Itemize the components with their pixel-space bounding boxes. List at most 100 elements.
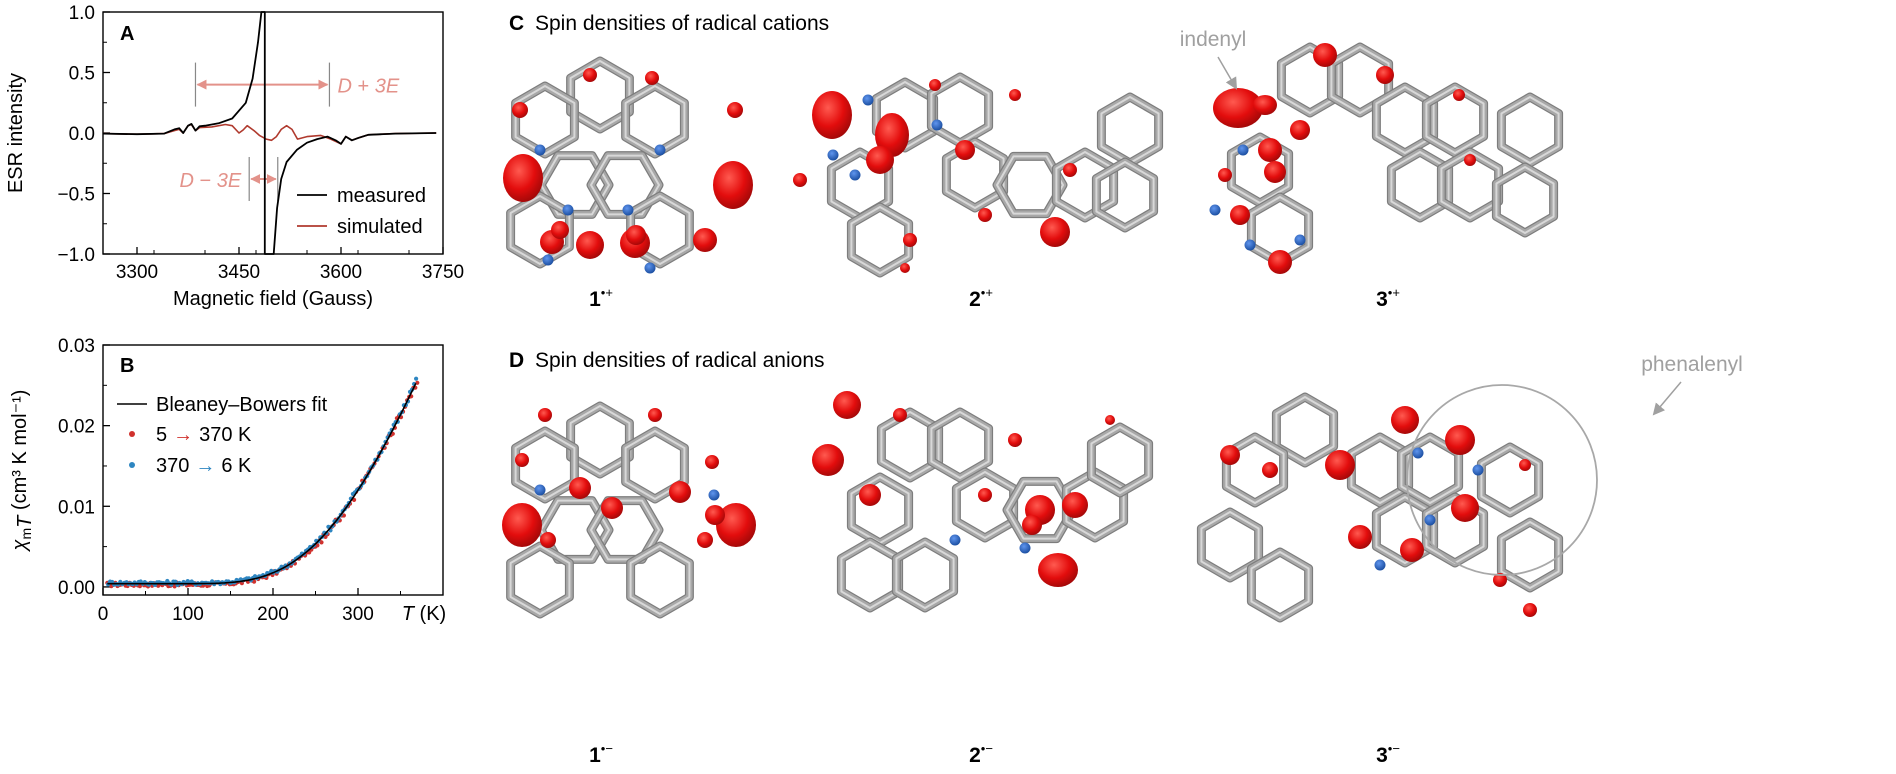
spin-density-lobe	[512, 102, 528, 118]
molecule-d1	[502, 401, 756, 619]
nitrogen-atom	[1019, 542, 1031, 554]
bond-highlight	[514, 430, 576, 500]
panel-a-xtick-label: 3300	[116, 262, 158, 283]
bleaney-bowers-fit-line	[107, 382, 417, 585]
spin-density-lobe	[705, 505, 725, 525]
spin-density-lobe	[893, 408, 907, 422]
panel-a-xtick-label: 3450	[218, 262, 260, 283]
nitrogen-atom	[622, 204, 634, 216]
spin-density-lobe	[1445, 425, 1475, 455]
bond-highlight	[1250, 551, 1310, 619]
label-c2: 2•+	[969, 285, 993, 311]
bond-highlight	[930, 411, 990, 479]
spin-density-lobe	[812, 444, 844, 476]
bond	[512, 82, 578, 158]
label-d1: 1•−	[589, 741, 613, 767]
phenalenyl-circle	[1406, 384, 1598, 576]
nitrogen-atom	[1374, 559, 1386, 571]
spin-density-lobe	[1348, 525, 1372, 549]
spin-density-lobe	[1290, 120, 1310, 140]
bond-highlight	[1090, 426, 1150, 494]
spin-density-lobe	[812, 91, 852, 139]
panel-c-label: C	[509, 12, 524, 35]
panel-b-ytick-label: 0.02	[58, 417, 95, 438]
spin-density-lobe	[727, 102, 743, 118]
spin-density-lobe	[978, 488, 992, 502]
bond-highlight	[1440, 151, 1500, 219]
spin-density-lobe	[1022, 515, 1042, 535]
panel-b-xtick-label: 200	[257, 604, 289, 625]
spin-density-lobe	[1400, 538, 1424, 562]
legend-swatch-series	[129, 462, 135, 468]
phenalenyl-label: phenalenyl	[1641, 353, 1743, 376]
spin-density-lobe	[978, 208, 992, 222]
panel-a-ylabel: ESR intensity	[5, 73, 27, 193]
panel-a-ytick-label: 0.0	[69, 124, 95, 145]
spin-density-lobe	[1230, 205, 1250, 225]
label-c3: 3•+	[1376, 285, 1400, 311]
spin-density-lobe	[1391, 406, 1419, 434]
spin-density-lobe	[551, 221, 569, 239]
panel-b-xtick-label: 300	[342, 604, 374, 625]
bond	[848, 473, 912, 547]
bond-highlight	[955, 471, 1015, 539]
panel-a-ytick-label: 1.0	[69, 3, 95, 24]
legend-label-series: 370→6 K	[156, 455, 252, 477]
bond-highlight	[569, 405, 631, 475]
molecule-labels: 1•+ 2•+ 3•+ 1•− 2•− 3•−	[589, 285, 1400, 767]
nitrogen-atom	[1237, 144, 1249, 156]
nitrogen-atom	[1412, 447, 1424, 459]
legend-label-series: 5→370 K	[156, 424, 252, 446]
spin-density-lobe	[1451, 494, 1479, 522]
panel-b-ytick-label: 0.01	[58, 497, 95, 518]
spin-density-lobe	[669, 481, 691, 503]
panel-a-ytick-label: −0.5	[57, 185, 95, 206]
molecule-d3	[1196, 392, 1564, 623]
spin-density-lobe	[601, 497, 623, 519]
panel-b-xtick-label: 100	[172, 604, 204, 625]
bond-highlight	[514, 85, 576, 155]
bond	[622, 82, 688, 158]
bond	[838, 538, 902, 612]
bond	[1498, 518, 1562, 592]
bond-highlight	[1480, 446, 1540, 514]
bond-highlight	[629, 545, 691, 615]
bond	[567, 57, 633, 133]
bond-highlight	[1500, 96, 1560, 164]
bond	[627, 542, 693, 618]
legend-label-measured: measured	[337, 185, 426, 207]
spin-density-lobe	[1453, 89, 1465, 101]
panel-a-annotations: D + 3ED − 3E	[179, 62, 400, 201]
panel-c-title: Spin densities of radical cations	[535, 12, 829, 35]
bond-highlight	[1495, 166, 1555, 234]
spin-density-lobe	[1325, 450, 1355, 480]
spin-density-lobe	[1009, 89, 1021, 101]
label-c1: 1•+	[589, 285, 613, 311]
spin-density-lobe	[1253, 95, 1277, 115]
spin-density-lobe	[697, 532, 713, 548]
annotation-d-minus-3e: D − 3E	[179, 170, 241, 192]
spin-density-lobe	[626, 225, 646, 245]
spin-density-lobe	[713, 161, 753, 209]
spin-density-lobe	[1040, 217, 1070, 247]
bond-highlight	[996, 155, 1064, 215]
panel-b-axes-frame	[102, 344, 444, 596]
spin-density-lobe	[1519, 459, 1531, 471]
nitrogen-atom	[644, 262, 656, 274]
spin-density-lobe	[1464, 154, 1476, 166]
spin-density-lobe	[1376, 66, 1394, 84]
bond-highlight	[1425, 86, 1485, 154]
spin-density-lobe	[1220, 445, 1240, 465]
spin-density-lobe	[1313, 43, 1337, 67]
nitrogen-atom	[562, 204, 574, 216]
panel-d-label: D	[509, 349, 524, 372]
panel-a-xtick-label: 3600	[320, 262, 362, 283]
bond-highlight	[569, 60, 631, 130]
bond-highlight	[590, 154, 660, 216]
bond-highlight	[509, 545, 571, 615]
label-d2: 2•−	[969, 741, 993, 767]
